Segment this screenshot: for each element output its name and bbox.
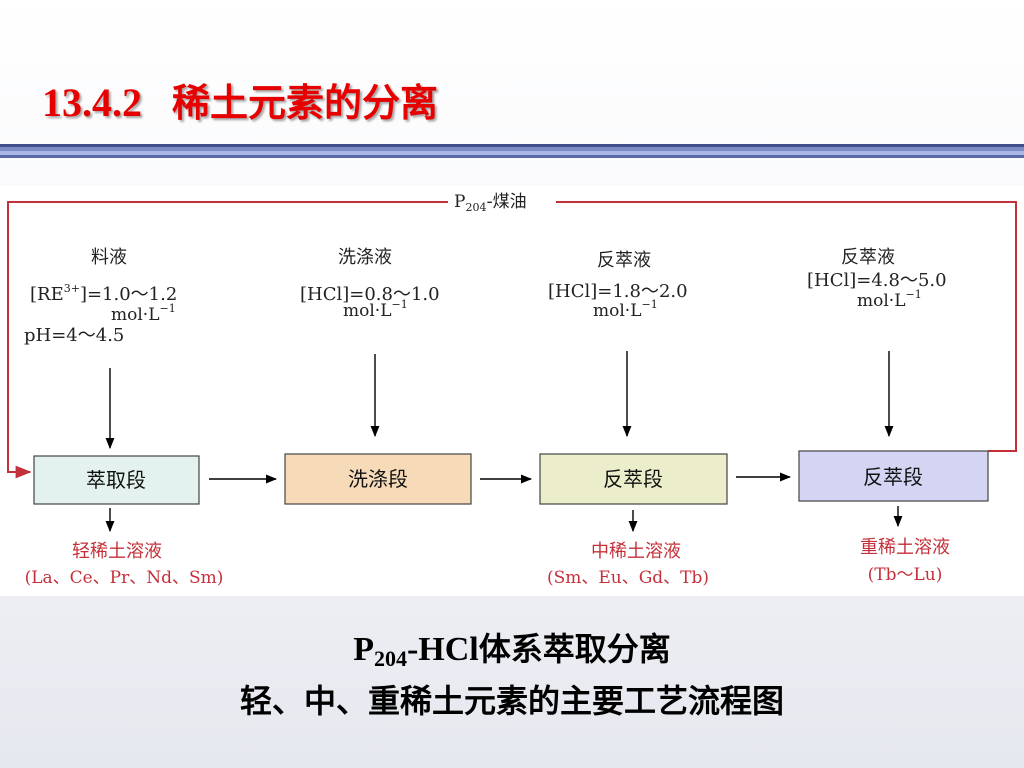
- section-number: 13.4.2: [42, 80, 142, 125]
- output-medium-re: 中稀土溶液 (Sm、Eu、Gd、Tb): [547, 541, 709, 588]
- output-heavy-re-name: 重稀土溶液: [860, 537, 950, 558]
- feed-2-concentration: [HCl]=0.8～1.0: [300, 284, 440, 305]
- process-flow-diagram: P204-煤油 料液 [RE3+]=1.0～1.2 mol·L−1 pH=4～4…: [7, 188, 1017, 588]
- feed-3-name: 反萃液: [597, 250, 651, 271]
- output-heavy-re-elements: (Tb～Lu): [868, 565, 943, 585]
- caption-line-2: 轻、中、重稀土元素的主要工艺流程图: [239, 682, 784, 720]
- stage-scrubbing: 洗涤段: [284, 453, 472, 505]
- feed-3-concentration: [HCl]=1.8～2.0: [548, 281, 688, 302]
- feed-1-concentration: [RE3+]=1.0～1.2: [30, 282, 177, 305]
- feed-4-unit: mol·L−1: [857, 288, 922, 311]
- feed-2-name: 洗涤液: [338, 247, 392, 268]
- output-light-re-elements: (La、Ce、Pr、Nd、Sm): [25, 568, 224, 588]
- section-title: 稀土元素的分离: [172, 81, 439, 125]
- stage-stripping-1: 反萃段: [539, 453, 728, 505]
- stage-extraction-box: [33, 455, 200, 505]
- feed-4-concentration: [HCl]=4.8～5.0: [807, 270, 947, 291]
- stage-scrubbing-label: 洗涤段: [348, 467, 408, 491]
- feed-1: 料液 [RE3+]=1.0～1.2 mol·L−1 pH=4～4.5: [24, 247, 177, 346]
- feed-2: 洗涤液 [HCl]=0.8～1.0 mol·L−1: [300, 247, 440, 321]
- solvent-loop-line: [7, 201, 1017, 479]
- solvent-label: P204-煤油: [454, 192, 527, 214]
- output-light-re-name: 轻稀土溶液: [72, 541, 162, 562]
- feed-1-unit: mol·L−1: [111, 302, 176, 325]
- caption-line-1: P204-HCl体系萃取分离: [353, 630, 671, 671]
- output-medium-re-name: 中稀土溶液: [591, 541, 681, 562]
- feed-3-unit: mol·L−1: [593, 298, 658, 321]
- output-heavy-re: 重稀土溶液 (Tb～Lu): [860, 537, 950, 585]
- diagram-panel: [0, 186, 1024, 596]
- stage-stripping-1-label: 反萃段: [603, 467, 663, 491]
- stage-scrubbing-box: [284, 453, 472, 505]
- feed-3: 反萃液 [HCl]=1.8～2.0 mol·L−1: [548, 250, 688, 321]
- stage-stripping-2-box: [798, 450, 989, 502]
- output-medium-re-elements: (Sm、Eu、Gd、Tb): [547, 568, 709, 588]
- stage-stripping-2-label: 反萃段: [863, 465, 923, 489]
- feed-4-name: 反萃液: [841, 247, 895, 268]
- stage-extraction-label: 萃取段: [86, 468, 146, 492]
- stage-extraction: 萃取段: [33, 455, 200, 505]
- stage-stripping-1-box: [539, 453, 728, 505]
- feed-1-ph: pH=4～4.5: [24, 325, 124, 346]
- feed-4: 反萃液 [HCl]=4.8～5.0 mol·L−1: [807, 247, 947, 311]
- stage-stripping-2: 反萃段: [798, 450, 989, 502]
- output-light-re: 轻稀土溶液 (La、Ce、Pr、Nd、Sm): [25, 541, 224, 588]
- slide-title: 13.4.2 稀土元素的分离: [42, 72, 438, 127]
- feed-2-unit: mol·L−1: [343, 298, 408, 321]
- title-divider: [0, 144, 1024, 158]
- feed-1-name: 料液: [91, 247, 127, 268]
